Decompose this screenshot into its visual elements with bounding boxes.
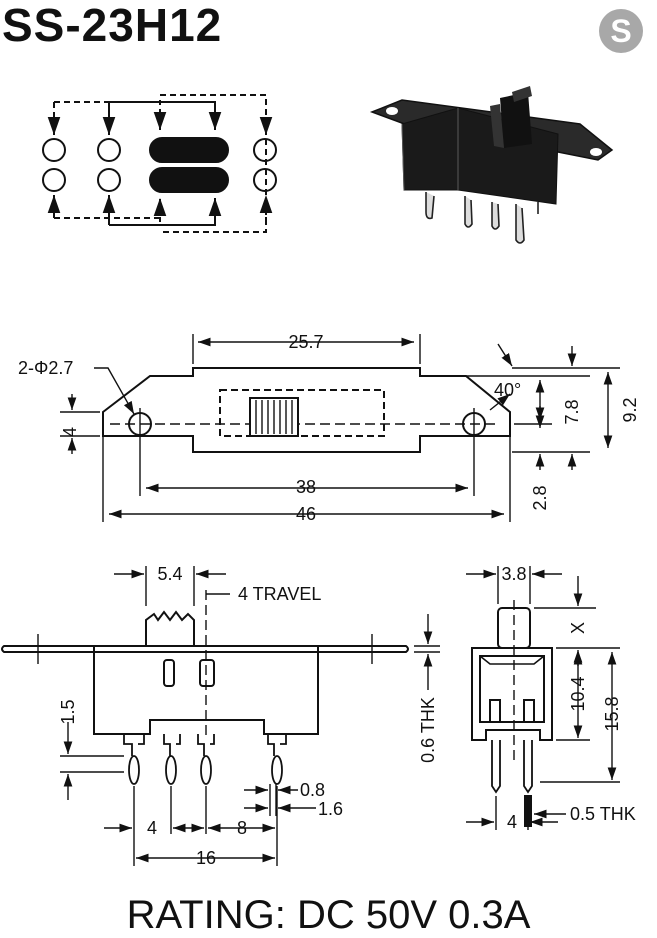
side-view-drawing (1, 566, 440, 866)
dim-end-total: 15.8 (602, 696, 622, 731)
dim-end-pin-pitch: 4 (507, 812, 517, 832)
dim-pin-width: 0.8 (300, 780, 325, 800)
dim-bottom-offset: 2.8 (530, 485, 550, 510)
top-view-drawing (60, 334, 620, 522)
dim-thk: 0.6 THK (418, 697, 438, 763)
dim-left-height: 4 (60, 427, 80, 437)
dim-end-body: 10.4 (568, 676, 588, 711)
dim-total-length: 46 (296, 504, 316, 524)
dim-pin-pitch-small: 1.6 (318, 799, 343, 819)
end-view-drawing (466, 566, 620, 830)
logo-letter: S (610, 13, 631, 49)
dim-pitch-total: 16 (196, 848, 216, 868)
dim-hole-label: 2-Φ2.7 (18, 358, 73, 378)
dim-pitch-a: 4 (147, 818, 157, 838)
dim-pitch-b: 8 (237, 818, 247, 838)
schematic-diagram (42, 94, 277, 233)
brand-logo-icon: S (599, 9, 643, 53)
dim-end-knob: 3.8 (501, 564, 526, 584)
dim-overall-length: 25.7 (288, 332, 323, 352)
rating-label: RATING: DC 50V 0.3A (126, 893, 531, 937)
dim-angle: 40° (494, 380, 521, 400)
dim-knob-width: 5.4 (157, 564, 182, 584)
travel-label: 4 TRAVEL (238, 584, 321, 604)
dim-pin-height: 1.5 (58, 699, 78, 724)
product-3d-illustration (369, 86, 614, 244)
dim-height-b: 9.2 (620, 397, 640, 422)
dim-end-pin-thk: 0.5 THK (570, 804, 636, 824)
model-title: SS-23H12 (2, 0, 223, 51)
dim-end-x: X (568, 622, 588, 634)
dim-hole-spacing: 38 (296, 477, 316, 497)
dim-height-a: 7.8 (562, 399, 582, 424)
